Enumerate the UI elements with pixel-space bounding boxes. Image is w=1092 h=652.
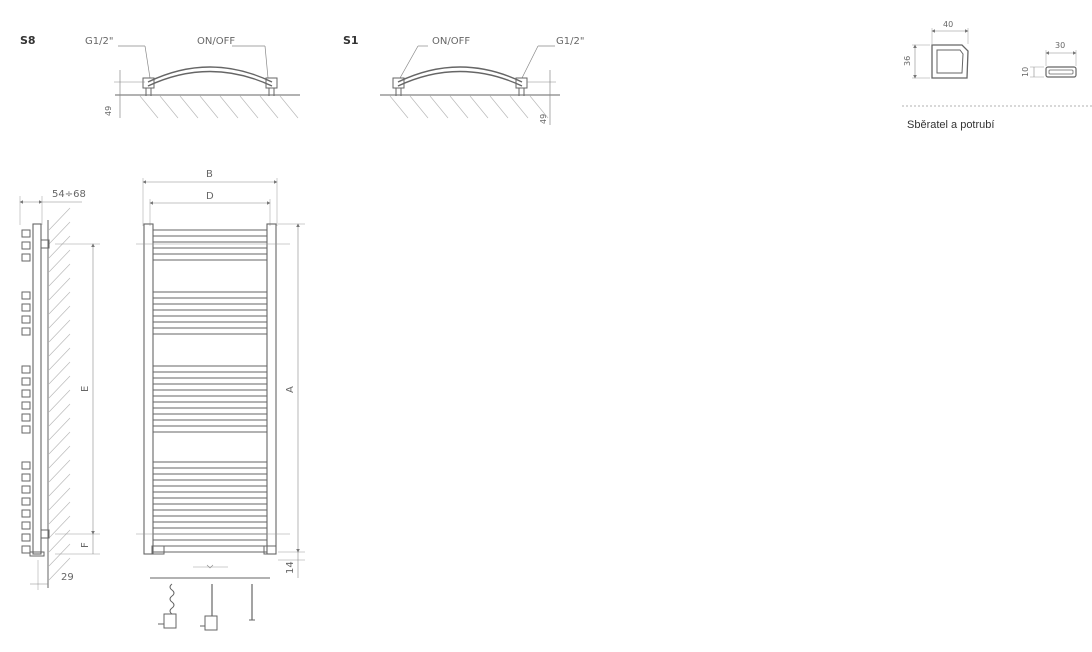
collector-outer (931, 44, 969, 79)
front-bar (152, 545, 268, 553)
front-bar (152, 401, 268, 409)
collector-height-dim: 36 (903, 56, 912, 66)
s1-left-label: ON/OFF (432, 36, 470, 47)
side-bracket-top (40, 239, 50, 249)
collector-profile: 40 36 (903, 20, 969, 79)
s8-offset-dim: 49 (104, 106, 113, 116)
s1-valve-left (392, 77, 405, 89)
front-collector-right (266, 223, 277, 555)
pipe-profile: 30 10 (1021, 41, 1077, 78)
s8-wall-hatch (139, 95, 299, 119)
side-bracket-bottom (40, 529, 50, 539)
front-bar (152, 485, 268, 493)
profile-caption: Sběratel a potrubí (907, 119, 994, 131)
front-bar (152, 365, 268, 373)
pipe-height-dim: 10 (1021, 67, 1030, 77)
side-bar-stub (21, 303, 31, 312)
side-bar-stub (21, 327, 31, 336)
side-view: 54÷68 E F 29 (19, 189, 100, 590)
s1-valve-right (515, 77, 528, 89)
electric-plug (163, 613, 177, 629)
front-bar (152, 241, 268, 249)
s1-offset-dim: 49 (539, 114, 548, 124)
side-bar-stub (21, 401, 31, 410)
pipe-width-dim: 30 (1055, 41, 1065, 50)
front-valve-left (151, 545, 165, 555)
front-bar (152, 315, 268, 323)
side-bar-stub (21, 229, 31, 238)
s8-valve-left (142, 77, 155, 89)
side-bar-stub (21, 461, 31, 470)
front-bar (152, 291, 268, 299)
side-bar-stub (21, 485, 31, 494)
side-bar-stub (21, 241, 31, 250)
front-bottom-dim: 14 (285, 561, 296, 574)
s1-right-label: G1/2" (556, 36, 584, 47)
side-bar-stub (21, 521, 31, 530)
front-bar (152, 389, 268, 397)
side-wall-hatch (48, 207, 71, 581)
front-bar (152, 413, 268, 421)
front-bar (152, 327, 268, 335)
front-collector-left (143, 223, 154, 555)
side-bar-stub (21, 533, 31, 542)
side-bar-stub (21, 377, 31, 386)
front-bar (152, 461, 268, 469)
front-bar (152, 521, 268, 529)
s8-arc-front (147, 66, 273, 83)
front-view: B D A 14 (136, 169, 305, 631)
s1-code: S1 (343, 34, 359, 47)
side-bar-stub (21, 253, 31, 262)
electric-cable (169, 583, 175, 615)
side-bar-stub (21, 473, 31, 482)
side-bar-stub (21, 413, 31, 422)
front-bar (152, 377, 268, 385)
side-bar-stub (21, 425, 31, 434)
side-collector (32, 223, 42, 555)
s8-left-label: G1/2" (85, 36, 113, 47)
pipe-inner (1048, 69, 1074, 75)
front-bar (152, 229, 268, 237)
s1-wall-hatch (389, 95, 549, 119)
s8-top-view: S8 G1/2" ON/OFF 49 (20, 34, 300, 119)
collector-inner (936, 49, 964, 74)
s8-valve-right (265, 77, 278, 89)
s8-arc-back (147, 70, 273, 87)
front-bar (152, 473, 268, 481)
side-wall-offset: 29 (61, 572, 74, 583)
front-valve-right (263, 545, 277, 555)
side-valve (29, 551, 45, 557)
side-bar-stub (21, 497, 31, 506)
s1-arc-front (397, 66, 523, 83)
s1-arc-back (397, 70, 523, 87)
front-height-a: A (285, 386, 296, 393)
side-bar-stub (21, 315, 31, 324)
pipe-outer (1045, 66, 1077, 78)
side-bar-stub (21, 389, 31, 398)
side-bar-stub (21, 291, 31, 300)
front-bar (152, 253, 268, 261)
s8-right-label: ON/OFF (197, 36, 235, 47)
front-bar (152, 425, 268, 433)
side-height-e: E (80, 386, 91, 392)
heating-rod-head (204, 615, 218, 631)
side-bar-stub (21, 365, 31, 374)
s1-top-view: S1 ON/OFF G1/2" 49 (343, 34, 584, 125)
front-bars (152, 229, 268, 553)
side-offset-f: F (80, 542, 91, 548)
side-bar-stubs (21, 229, 31, 554)
s8-code: S8 (20, 34, 36, 47)
side-bar-stub (21, 509, 31, 518)
front-bar (152, 533, 268, 541)
side-bar-stub (21, 545, 31, 554)
side-depth-dim: 54÷68 (52, 189, 86, 200)
collector-width-dim: 40 (943, 20, 953, 29)
front-bar (152, 509, 268, 517)
front-width-b: B (206, 169, 213, 180)
front-bar (152, 303, 268, 311)
front-axis-d: D (206, 191, 214, 202)
front-bar (152, 497, 268, 505)
